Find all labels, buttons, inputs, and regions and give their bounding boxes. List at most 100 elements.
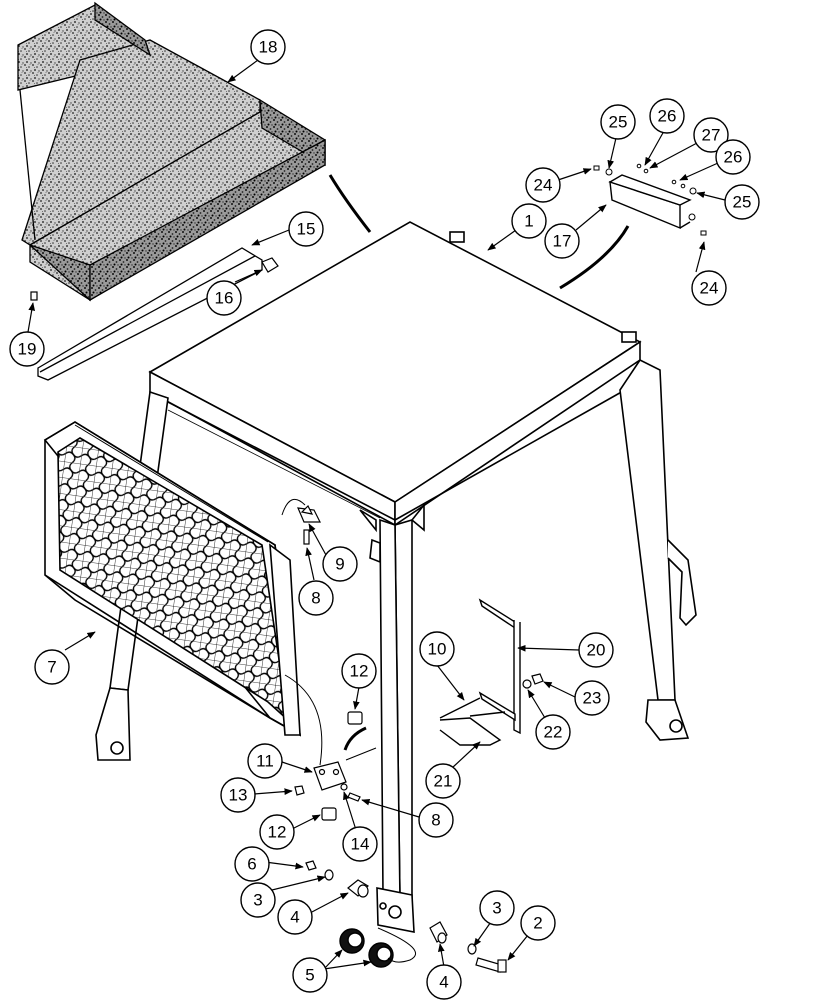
callout-25a: 25 [600,104,636,140]
leader-mesh-lower [284,674,323,766]
screw-8-upper [303,529,310,545]
callout-24b: 24 [691,270,727,306]
svg-text:6: 6 [247,855,256,874]
svg-text:4: 4 [290,908,299,927]
svg-text:5: 5 [305,966,314,985]
svg-text:20: 20 [587,641,606,660]
u-bolt-21 [439,697,506,746]
rubber-mounts-5 [339,928,394,968]
callout-2: 2 [520,905,556,941]
bolt-8-lower [347,792,361,802]
svg-text:27: 27 [702,126,721,145]
bushing-4-left [347,879,369,898]
callout-10: 10 [419,631,455,667]
leader-mesh-clip [281,498,306,516]
nut-23 [531,673,544,685]
callout-26a: 26 [649,98,685,134]
callout-17: 17 [544,223,580,259]
clip-9 [297,504,321,523]
callout-26b: 26 [715,139,751,175]
washer-14 [340,783,348,791]
callout-16: 16 [206,280,242,316]
callout-24a: 24 [525,167,561,203]
callout-21: 21 [425,763,461,799]
callout-12a: 12 [341,653,377,689]
callout-9: 9 [322,546,358,582]
washer-3-left [324,869,334,881]
callout-8a: 8 [298,580,334,616]
svg-text:8: 8 [311,589,320,608]
svg-text:9: 9 [335,555,344,574]
svg-text:26: 26 [658,107,677,126]
svg-text:23: 23 [583,689,602,708]
bushing-4-right [429,921,448,944]
callout-3b: 3 [479,890,515,926]
callout-4b: 4 [426,964,462,1000]
svg-text:13: 13 [229,786,248,805]
hinge-bracket-11 [313,761,347,791]
light-hardware [593,163,707,236]
callout-1: 1 [511,203,547,239]
callout-19: 19 [9,331,45,367]
callout-20: 20 [578,632,614,668]
washer-22 [522,679,532,689]
svg-text:12: 12 [350,662,369,681]
callout-3a: 3 [240,882,276,918]
canopy-frame [95,221,697,933]
callout-22: 22 [535,714,571,750]
svg-text:4: 4 [439,973,448,992]
svg-text:3: 3 [253,891,262,910]
svg-text:26: 26 [724,148,743,167]
callout-23: 23 [574,680,610,716]
svg-text:12: 12 [268,823,287,842]
callout-12b: 12 [259,814,295,850]
svg-text:21: 21 [434,772,453,791]
screw-19 [30,291,38,301]
svg-text:16: 16 [215,289,234,308]
svg-text:19: 19 [18,340,37,359]
svg-text:25: 25 [733,193,752,212]
seat-foam-pad [17,1,326,302]
svg-text:24: 24 [700,279,719,298]
svg-text:14: 14 [351,835,370,854]
svg-text:8: 8 [431,811,440,830]
callout-25b: 25 [724,184,760,220]
callout-4a: 4 [277,899,313,935]
callout-7: 7 [34,649,70,685]
svg-text:15: 15 [297,220,316,239]
svg-text:3: 3 [492,899,501,918]
leader-mounts [377,927,416,963]
bolt-16 [261,257,279,273]
leader-hinge [343,726,367,751]
svg-text:22: 22 [544,723,563,742]
svg-text:11: 11 [256,752,274,771]
svg-text:18: 18 [259,38,278,57]
pad-12-lower [321,807,337,821]
svg-text:25: 25 [609,113,628,132]
callout-13: 13 [220,777,256,813]
svg-text:1: 1 [524,212,533,231]
callout-18: 18 [250,29,286,65]
callout-6: 6 [234,846,270,882]
svg-text:2: 2 [533,914,542,933]
svg-text:7: 7 [47,658,56,677]
callout-14: 14 [342,826,378,862]
callout-5: 5 [292,957,328,993]
leader-post [345,747,377,761]
nut-13 [294,785,305,796]
callout-15: 15 [288,211,324,247]
callout-27: 27 [693,117,729,153]
svg-text:10: 10 [428,640,447,659]
light-assembly-17 [608,174,692,230]
svg-text:24: 24 [534,176,553,195]
light-to-roof-arrow [559,225,630,290]
seat-to-roof-arrow [328,174,372,233]
svg-text:17: 17 [553,232,572,251]
bolt-2 [475,957,507,973]
pad-12-upper [347,711,363,725]
mesh-screen [43,421,302,737]
nut-6 [305,860,317,871]
callout-8b: 8 [418,802,454,838]
callout-11: 11 [247,743,283,779]
